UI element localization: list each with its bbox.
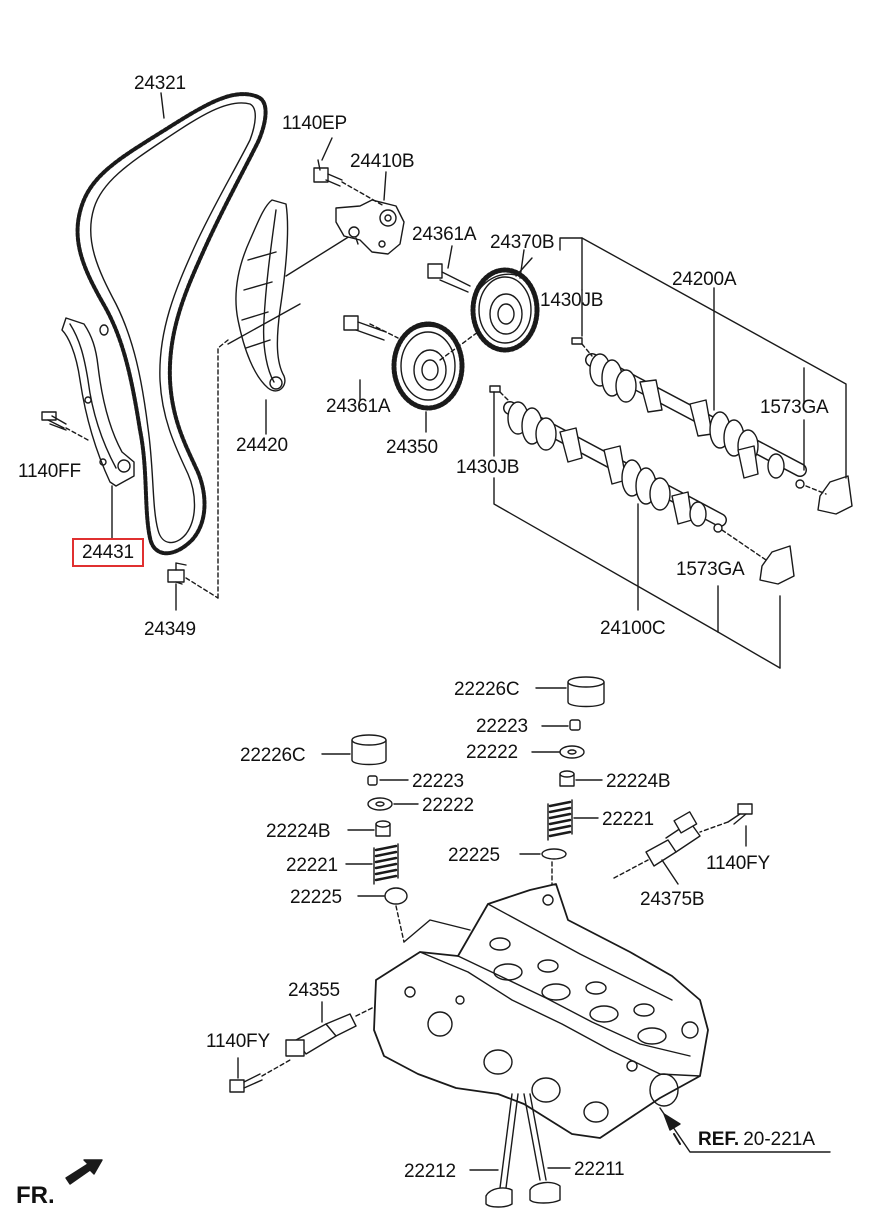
bolt-1140FF xyxy=(41,411,89,441)
chain-guide-24431 xyxy=(61,317,135,487)
label-22224B-left: 22224B xyxy=(266,821,331,842)
valve-22212 xyxy=(469,1093,519,1208)
tensioner-arm-24420 xyxy=(235,199,351,392)
sprocket-24370B xyxy=(470,267,540,353)
label-22211: 22211 xyxy=(574,1159,625,1180)
spring-seat-22225-left xyxy=(357,887,408,943)
label-22224B-right: 22224B xyxy=(606,771,671,792)
retainer-key-22223-left xyxy=(367,775,409,786)
camshaft-24200A xyxy=(585,353,807,479)
oil-control-valve-24375B xyxy=(613,811,701,885)
label-24420: 24420 xyxy=(236,435,288,456)
retainer-key-22223-right xyxy=(541,719,581,731)
sprocket-24350 xyxy=(391,321,465,411)
reference-note: REF.20-221A xyxy=(698,1130,815,1149)
label-22223-left: 22223 xyxy=(412,771,464,792)
label-1430JB-lower: 1430JB xyxy=(456,457,520,478)
label-22221-right: 22221 xyxy=(602,809,654,830)
label-22222-right: 22222 xyxy=(466,742,518,763)
stem-seal-22224B-right xyxy=(559,770,603,787)
tappet-22226C-left xyxy=(321,734,387,766)
label-24361A-lower: 24361A xyxy=(326,396,391,417)
camshaft-24100C xyxy=(503,401,727,527)
front-arrow-icon xyxy=(65,1159,103,1185)
label-22226C-left: 22226C xyxy=(240,745,306,766)
label-1573GA-upper: 1573GA xyxy=(760,397,829,418)
tensioner-24410B xyxy=(335,199,405,255)
label-24200A: 24200A xyxy=(672,269,737,290)
bolt-1140FY-left xyxy=(229,1057,291,1093)
plug-1573GA-upper xyxy=(795,479,805,489)
bolt-24349 xyxy=(167,339,229,599)
spring-seat-22225-right xyxy=(519,848,567,889)
reference-prefix: REF. xyxy=(698,1129,740,1150)
ref-arrow xyxy=(663,1113,681,1131)
valve-spring-22221-left xyxy=(345,843,399,885)
cylinder-head xyxy=(373,883,831,1153)
stem-seal-22224B-left xyxy=(347,820,391,837)
label-1140FY-right: 1140FY xyxy=(706,853,770,874)
label-22225-right: 22225 xyxy=(448,845,500,866)
label-24349: 24349 xyxy=(144,619,196,640)
label-22221-left: 22221 xyxy=(286,855,338,876)
label-22223-right: 22223 xyxy=(476,716,528,737)
timing-chain xyxy=(75,92,268,556)
valve-22211 xyxy=(523,1093,571,1204)
valve-spring-22221-right xyxy=(547,799,599,841)
label-22226C-right: 22226C xyxy=(454,679,520,700)
label-1573GA-lower: 1573GA xyxy=(676,559,745,580)
plug-1573GA-lower xyxy=(713,523,723,533)
label-22212: 22212 xyxy=(404,1161,456,1182)
label-24370B: 24370B xyxy=(490,232,555,253)
label-22225-left: 22225 xyxy=(290,887,342,908)
tappet-22226C-right xyxy=(535,676,605,708)
label-1430JB-upper: 1430JB xyxy=(540,290,604,311)
label-24355: 24355 xyxy=(288,980,340,1001)
label-24410B: 24410B xyxy=(350,151,415,172)
front-marker: FR. xyxy=(16,1182,55,1209)
spring-retainer-22222-left xyxy=(367,797,419,811)
label-24361A-upper: 24361A xyxy=(412,224,477,245)
reference-code: 20-221A xyxy=(743,1129,816,1150)
label-24321: 24321 xyxy=(134,73,186,94)
pin-1430JB-lower xyxy=(489,385,501,393)
label-1140FF: 1140FF xyxy=(18,461,81,482)
bolt-24361A-upper xyxy=(427,263,471,293)
label-24431-highlighted: 24431 xyxy=(72,538,144,567)
label-22222-left: 22222 xyxy=(422,795,474,816)
label-24375B: 24375B xyxy=(640,889,705,910)
label-1140FY-left: 1140FY xyxy=(206,1031,270,1052)
bolt-24361A-lower xyxy=(343,315,387,341)
label-1140EP: 1140EP xyxy=(282,113,348,134)
bolt-1140EP xyxy=(313,159,385,207)
label-24350: 24350 xyxy=(386,437,438,458)
bolt-1140FY-right xyxy=(699,803,753,847)
pin-1430JB-upper xyxy=(571,337,583,345)
target-wheel-upper xyxy=(817,475,853,515)
leader-lines-upper xyxy=(111,92,847,669)
label-24100C: 24100C xyxy=(600,618,666,639)
target-wheel-lower xyxy=(759,545,795,585)
spring-retainer-22222-right xyxy=(531,745,585,759)
